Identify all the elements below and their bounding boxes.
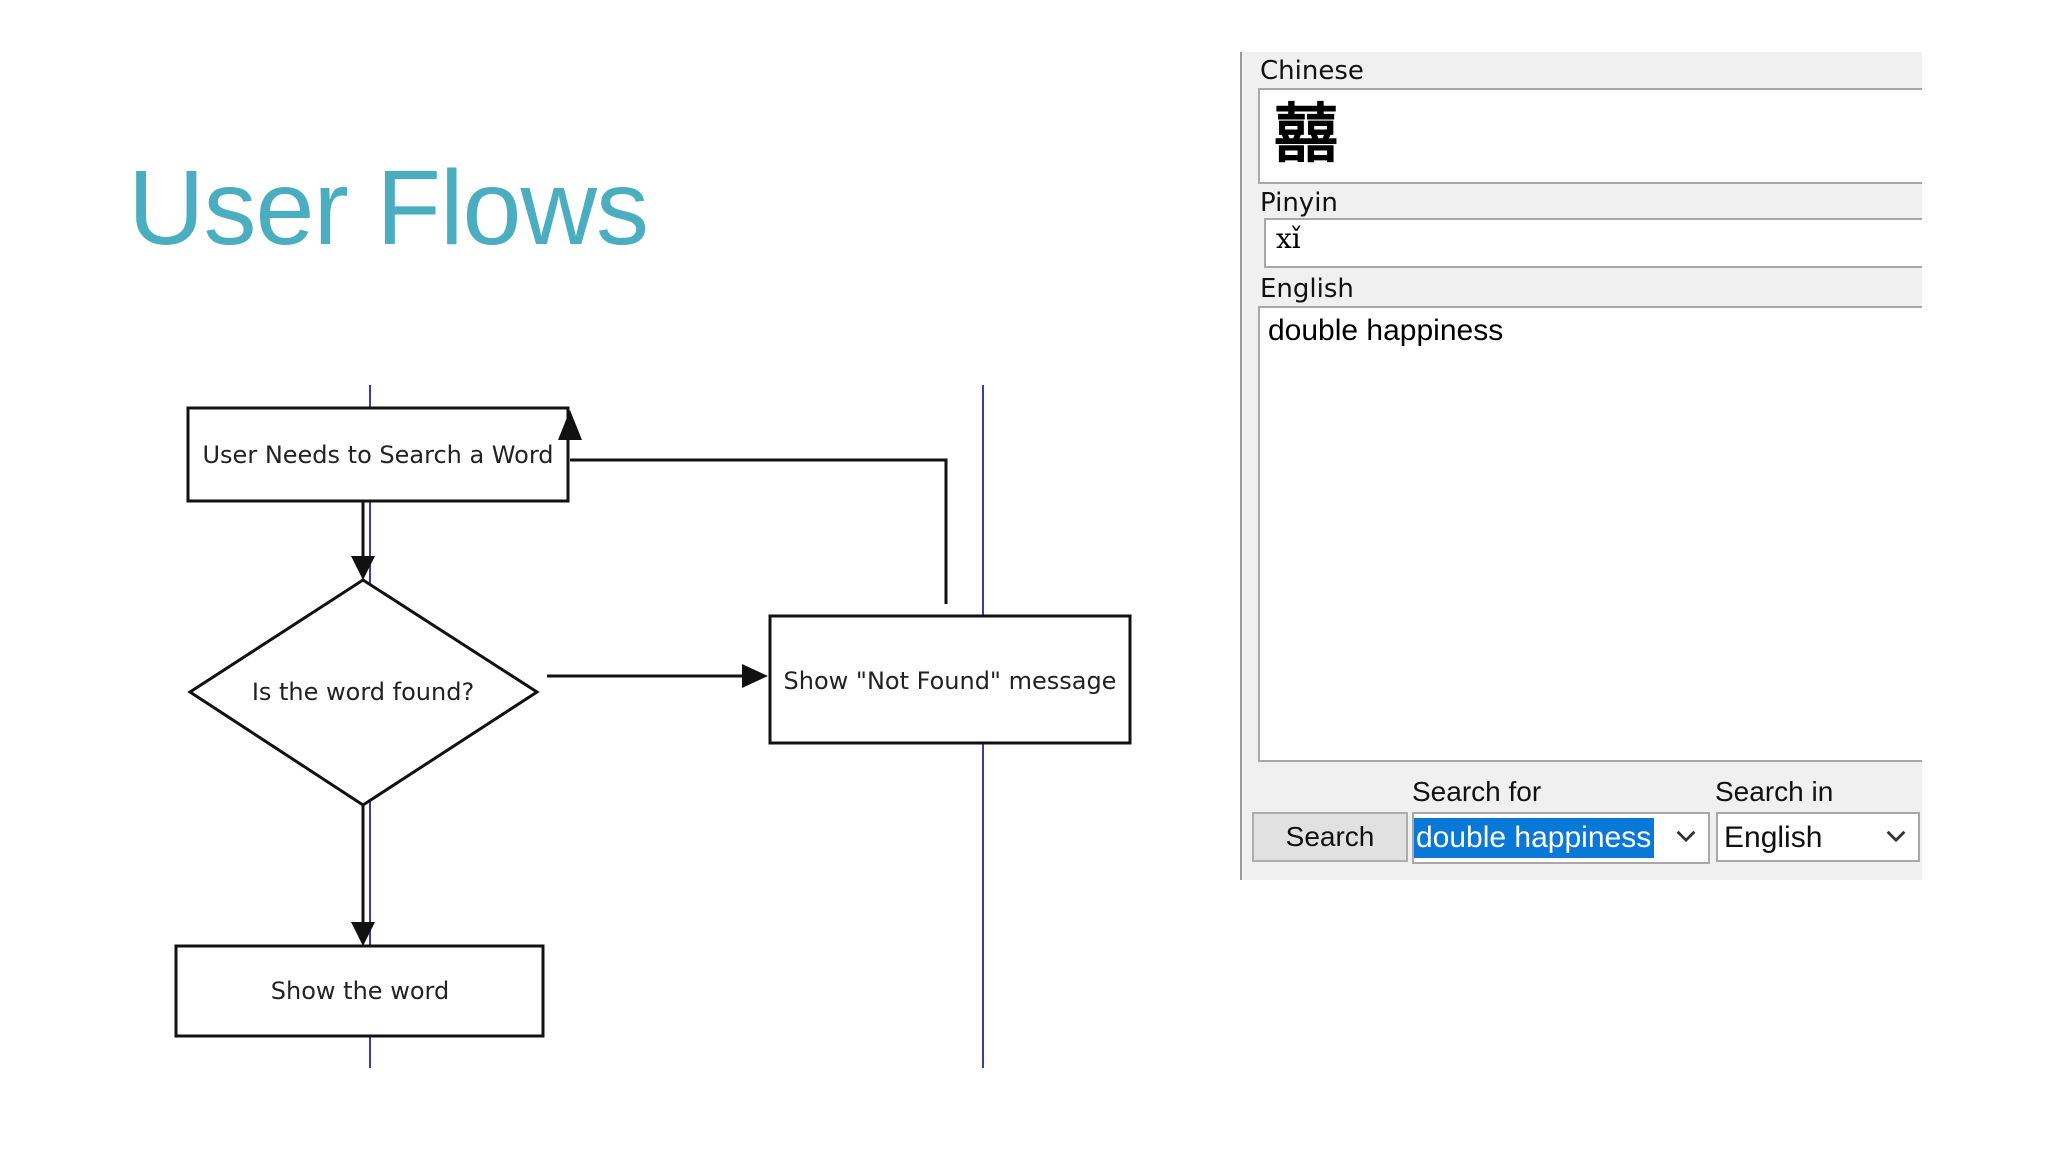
- dictionary-app-panel: Chinese 囍 Pinyin xǐ English double happi…: [1240, 52, 1922, 880]
- chevron-down-icon[interactable]: [1882, 822, 1910, 850]
- start-node-label: User Needs to Search a Word: [202, 441, 553, 469]
- show-word-node-label: Show the word: [271, 977, 449, 1005]
- arrowhead-down-2: [351, 922, 375, 946]
- english-field[interactable]: double happiness: [1258, 306, 1922, 762]
- chinese-field[interactable]: 囍: [1258, 88, 1922, 184]
- pinyin-field[interactable]: xǐ: [1264, 218, 1922, 268]
- search-for-value: double happiness: [1414, 818, 1654, 858]
- start-node: User Needs to Search a Word: [186, 406, 570, 503]
- search-in-value: English: [1724, 821, 1823, 854]
- arrowhead-right: [742, 664, 768, 688]
- arrowhead-up: [558, 410, 582, 440]
- english-label: English: [1260, 274, 1354, 304]
- pinyin-value: xǐ: [1276, 222, 1301, 255]
- decision-node-label: Is the word found?: [252, 678, 474, 706]
- not-found-node: Show "Not Found" message: [768, 614, 1132, 745]
- search-for-label: Search for: [1412, 776, 1542, 807]
- arrowhead-down-1: [351, 556, 375, 580]
- slide-title: User Flows: [128, 149, 649, 267]
- english-value: double happiness: [1268, 314, 1504, 347]
- chinese-value: 囍: [1274, 97, 1338, 172]
- chinese-label: Chinese: [1260, 56, 1364, 86]
- arrow-not-found-to-start: [570, 458, 948, 604]
- search-button[interactable]: Search: [1252, 812, 1408, 862]
- chevron-down-icon[interactable]: [1672, 822, 1700, 850]
- flowchart: User Needs to Search a Word Is the word …: [174, 385, 1132, 1068]
- search-in-label: Search in: [1715, 776, 1834, 807]
- show-word-node: Show the word: [174, 944, 545, 1038]
- search-in-select[interactable]: English: [1716, 812, 1920, 862]
- pinyin-label: Pinyin: [1260, 188, 1338, 218]
- not-found-node-label: Show "Not Found" message: [784, 667, 1117, 695]
- search-for-combobox[interactable]: double happiness: [1412, 812, 1710, 864]
- decision-node: Is the word found?: [187, 578, 540, 807]
